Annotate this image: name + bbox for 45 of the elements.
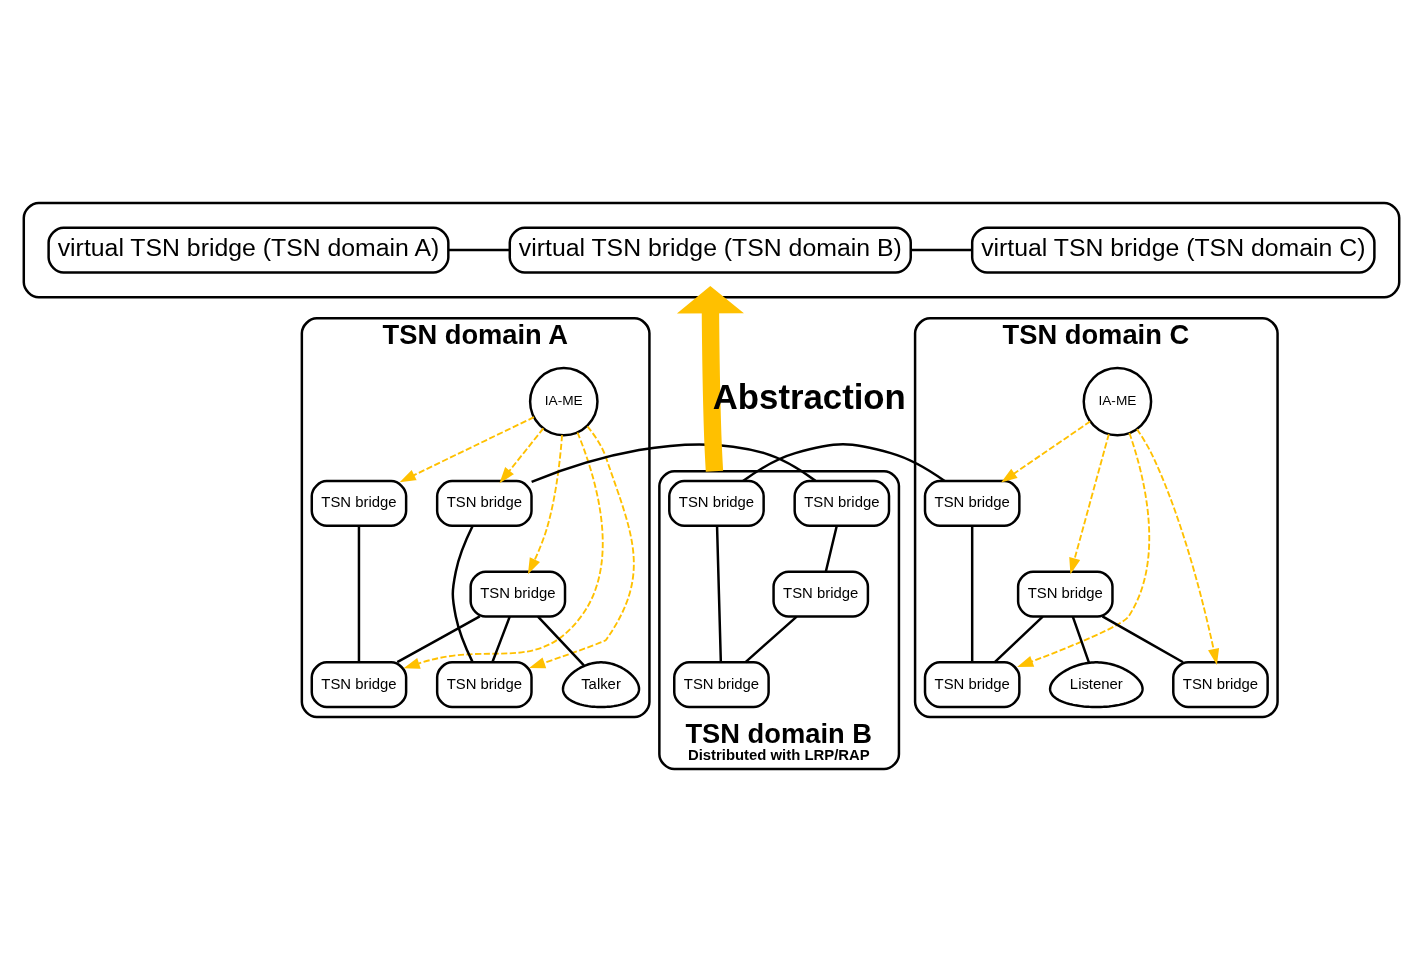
- connector: [970, 525, 974, 663]
- node-box: TSN bridge: [772, 570, 870, 618]
- arrow: [399, 416, 535, 483]
- node-circle: IA-ME: [1082, 366, 1153, 437]
- connector: [911, 248, 972, 252]
- arrow: [527, 434, 563, 575]
- node-circle: IA-ME: [528, 366, 599, 437]
- connector: [448, 248, 510, 252]
- node-box: TSN bridge: [668, 479, 765, 528]
- node-box: virtual TSN bridge (TSN domain B): [508, 226, 912, 274]
- cluster: [22, 201, 1401, 299]
- connector: [1101, 615, 1184, 664]
- node-box: TSN bridge: [310, 661, 408, 709]
- arrow: [403, 431, 604, 669]
- connector: [715, 525, 723, 663]
- connector: [537, 615, 585, 667]
- node-box: TSN bridge: [469, 570, 567, 618]
- arrow: [1136, 428, 1220, 665]
- arrow: [529, 425, 635, 669]
- node-box: TSN bridge: [435, 661, 533, 709]
- connector: [451, 525, 474, 663]
- node-box: TSN bridge: [673, 661, 770, 709]
- arrow: [1017, 432, 1151, 668]
- node-box: TSN bridge: [1172, 661, 1269, 709]
- arrow: [499, 427, 545, 484]
- node-box: virtual TSN bridge (TSN domain A): [47, 226, 450, 274]
- node-box: TSN bridge: [923, 479, 1021, 528]
- arrow: [1069, 433, 1110, 575]
- node-box: TSN bridge: [923, 661, 1021, 709]
- node-box: TSN bridge: [1016, 570, 1114, 618]
- connector: [824, 525, 838, 572]
- connector: [396, 615, 481, 664]
- node-box: TSN bridge: [435, 479, 533, 528]
- connector: [531, 443, 817, 483]
- node-box: TSN bridge: [793, 479, 891, 528]
- connector: [742, 443, 946, 483]
- connector: [993, 615, 1044, 664]
- connector: [491, 616, 511, 663]
- node-box: TSN bridge: [310, 479, 408, 528]
- connector: [357, 525, 361, 663]
- connector: [1071, 616, 1091, 663]
- arrow: [676, 286, 744, 472]
- connector: [744, 615, 798, 664]
- node-box: virtual TSN bridge (TSN domain C): [970, 226, 1376, 274]
- arrow: [1001, 420, 1092, 483]
